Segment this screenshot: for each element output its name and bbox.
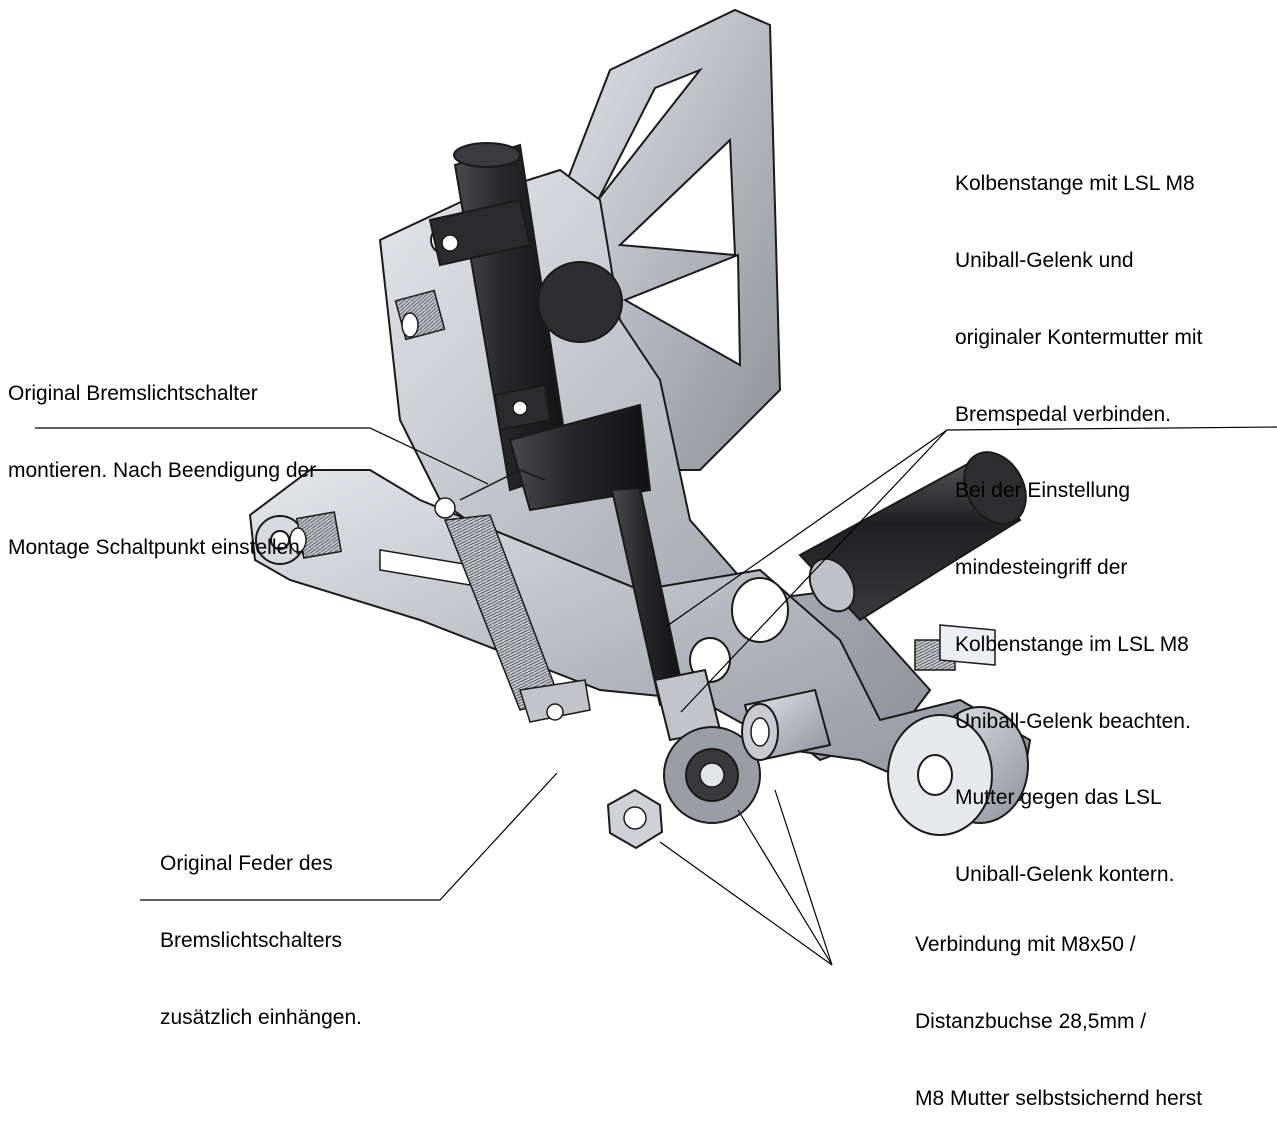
annotation-line: Kolbenstange im LSL M8: [955, 632, 1189, 656]
leader-kolbenstange-2: [680, 429, 948, 713]
annotation-line: Bremspedal verbinden.: [955, 402, 1171, 426]
leader-feder: [140, 772, 558, 901]
leader-verbindung-uniball: [737, 809, 833, 966]
pivot-boss: [887, 706, 1029, 836]
annotation-line: Kolbenstange mit LSL M8: [955, 172, 1195, 196]
annotation-line: Bei der Einstellung: [955, 479, 1131, 503]
annotation-line: Uniball-Gelenk beachten.: [955, 709, 1191, 733]
brake-light-spring: [434, 469, 591, 723]
annotation-line: Verbindung mit M8x50 /: [915, 933, 1136, 957]
annotation-feder: Original Feder des Bremslichtschalters z…: [160, 800, 362, 1056]
annotation-line: Original Feder des: [160, 852, 333, 876]
leader-bremslichtschalter: [35, 427, 489, 485]
annotation-line: M8 Mutter selbstsichernd herst: [915, 1086, 1203, 1110]
annotation-bremslichtschalter: Original Bremslichtschalter montieren. N…: [8, 330, 316, 586]
annotation-kolbenstange: Kolbenstange mit LSL M8 Uniball-Gelenk u…: [955, 120, 1202, 913]
m8-nut: [606, 788, 664, 850]
leader-verbindung-nut: [659, 841, 833, 966]
annotation-line: Bremslichtschalters: [160, 928, 343, 952]
uniball-joint: [663, 726, 761, 824]
annotation-line: montieren. Nach Beendigung der: [8, 458, 317, 482]
master-cylinder: [428, 142, 652, 512]
annotation-line: Mutter gegen das LSL: [955, 786, 1162, 810]
annotation-line: mindesteingriff der: [955, 556, 1128, 580]
annotation-line: Uniball-Gelenk und: [955, 248, 1134, 272]
annotation-line: originaler Kontermutter mit: [955, 325, 1203, 349]
threaded-studs: [289, 289, 996, 671]
annotation-verbindung: Verbindung mit M8x50 / Distanzbuchse 28,…: [915, 881, 1202, 1137]
annotation-line: Montage Schaltpunkt einstellen.: [8, 535, 306, 559]
annotation-line: Uniball-Gelenk kontern.: [955, 863, 1175, 887]
annotation-line: zusätzlich einhängen.: [160, 1005, 362, 1029]
spacer-bushing: [741, 688, 832, 762]
leader-lines: [35, 426, 1277, 966]
rearset-illustration: [35, 8, 1277, 966]
annotation-line: Original Bremslichtschalter: [8, 382, 258, 406]
annotation-line: Distanzbuchse 28,5mm /: [915, 1009, 1147, 1033]
foot-peg: [798, 451, 1027, 622]
leader-verbindung-bushing: [774, 789, 833, 966]
